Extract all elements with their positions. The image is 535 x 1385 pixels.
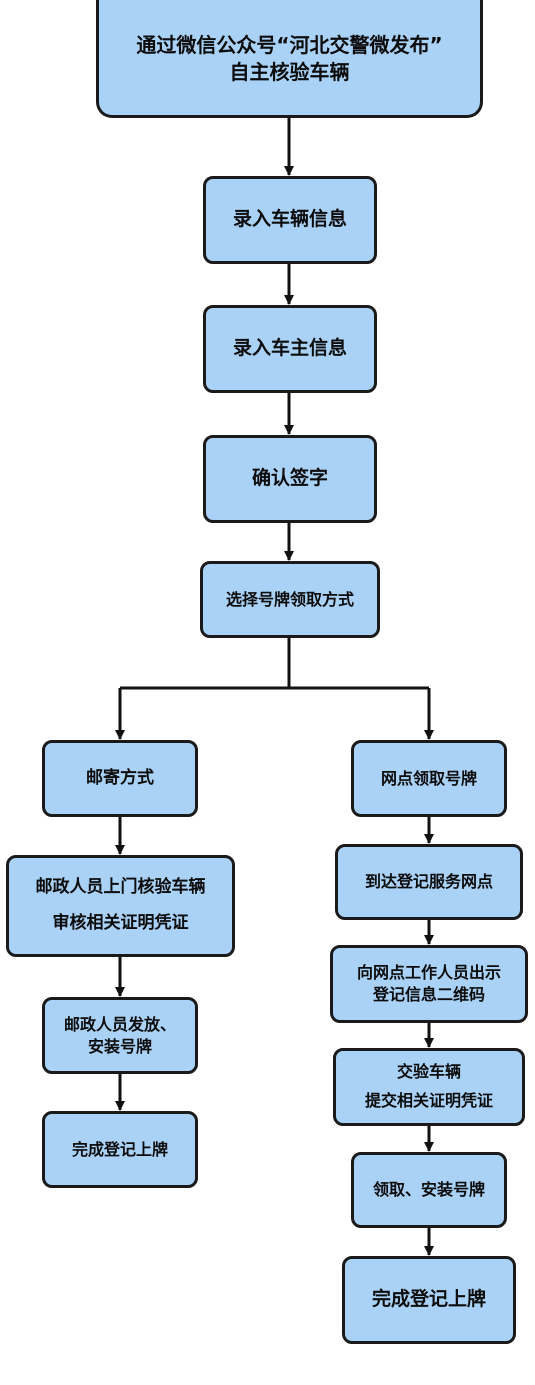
node-point2-line1: 向网点工作人员出示 xyxy=(356,963,501,983)
node-mail1-line1: 邮政人员上门核验车辆 xyxy=(35,877,206,898)
node-step1-line1: 录入车辆信息 xyxy=(232,208,347,231)
node-start-line2: 自主核验车辆 xyxy=(229,59,350,84)
node-mail2-line1: 邮政人员发放、 xyxy=(63,1014,176,1034)
node-mail2: 邮政人员发放、 安装号牌 xyxy=(42,997,198,1074)
node-step2-line1: 录入车主信息 xyxy=(232,337,347,360)
branch-split-line xyxy=(120,638,291,690)
node-step4: 选择号牌领取方式 xyxy=(200,561,380,638)
node-point5-line1: 完成登记上牌 xyxy=(371,1288,486,1311)
node-point1-line1: 到达登记服务网点 xyxy=(364,872,493,892)
node-point4-line1: 领取、安装号牌 xyxy=(372,1180,485,1200)
node-step2: 录入车主信息 xyxy=(203,305,377,393)
node-mail3-line1: 完成登记上牌 xyxy=(71,1139,168,1159)
node-mail: 邮寄方式 xyxy=(42,740,198,817)
node-point5: 完成登记上牌 xyxy=(342,1256,516,1344)
node-point: 网点领取号牌 xyxy=(351,740,507,817)
node-mail1: 邮政人员上门核验车辆 审核相关证明凭证 xyxy=(6,855,235,957)
node-mail-line1: 邮寄方式 xyxy=(86,768,154,789)
node-point2-line2: 登记信息二维码 xyxy=(372,985,485,1004)
node-mail3: 完成登记上牌 xyxy=(42,1111,198,1188)
node-point3-line1: 交验车辆 xyxy=(396,1062,461,1082)
node-point-line1: 网点领取号牌 xyxy=(380,768,477,788)
node-point1: 到达登记服务网点 xyxy=(335,844,523,920)
node-mail2-line2: 安装号牌 xyxy=(87,1036,152,1056)
node-step3: 确认签字 xyxy=(203,435,377,523)
node-point3-line2: 提交相关证明凭证 xyxy=(364,1091,493,1110)
node-start: 通过微信公众号“河北交警微发布” 自主核验车辆 xyxy=(96,0,483,118)
node-start-line1: 通过微信公众号“河北交警微发布” xyxy=(136,32,443,57)
node-mail1-line2: 审核相关证明凭证 xyxy=(52,913,189,933)
node-step1: 录入车辆信息 xyxy=(203,176,377,264)
node-point3: 交验车辆 提交相关证明凭证 xyxy=(333,1048,525,1126)
node-step3-line1: 确认签字 xyxy=(251,467,328,490)
node-point4: 领取、安装号牌 xyxy=(351,1152,507,1228)
node-point2: 向网点工作人员出示 登记信息二维码 xyxy=(330,945,528,1023)
node-step4-line1: 选择号牌领取方式 xyxy=(225,589,354,609)
